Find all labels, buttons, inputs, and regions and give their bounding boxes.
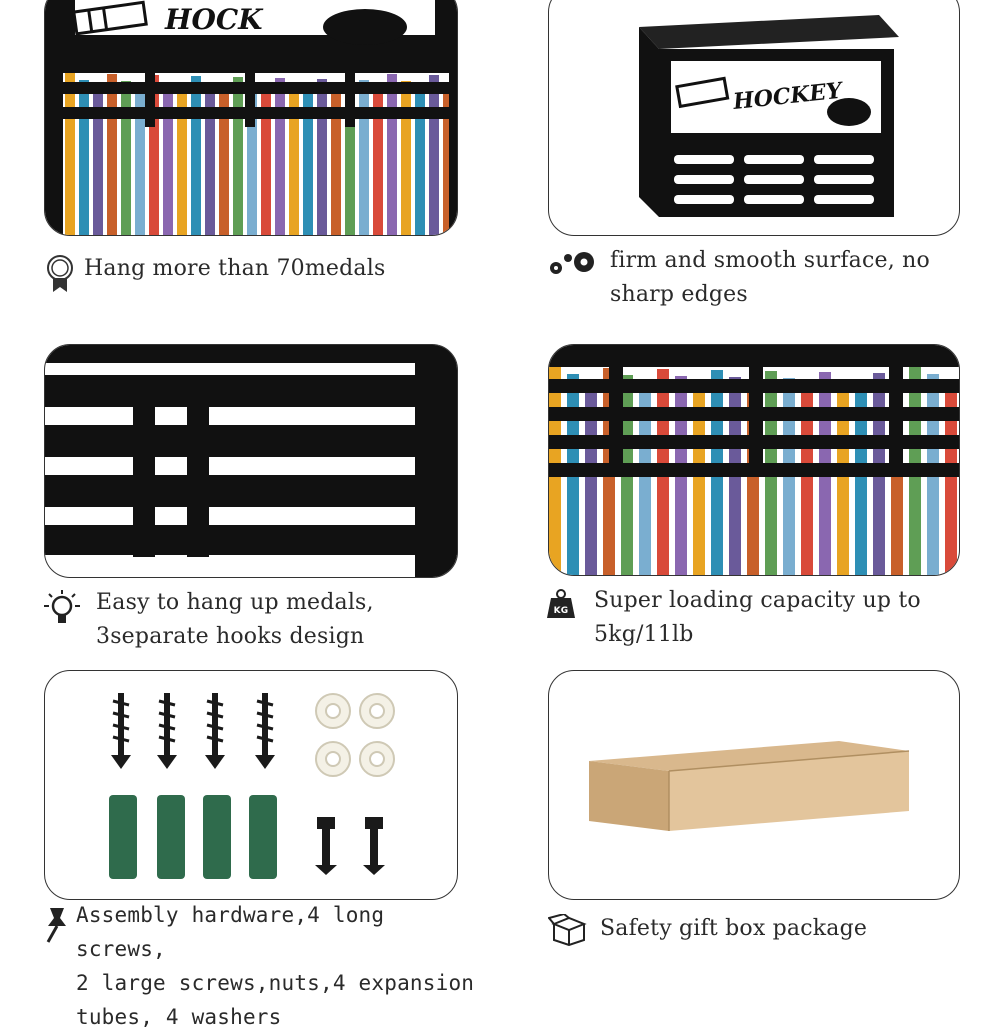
ribbon-stripe <box>219 90 229 235</box>
washers <box>315 693 395 777</box>
lightbulb-icon <box>40 588 84 632</box>
open-box-icon <box>547 912 590 947</box>
ribbon-stripe <box>345 73 355 235</box>
hockey-logo-text: HOCK <box>164 3 264 36</box>
panel-loaded-rack <box>548 344 960 576</box>
ribbon-stripe <box>443 82 453 235</box>
ribbon-stripe <box>65 73 75 235</box>
ribbon-stripe <box>121 81 131 235</box>
loaded-rack-illustration <box>549 345 959 575</box>
ribbon-stripe <box>163 82 173 235</box>
medal-ribbons <box>65 73 453 235</box>
ribbon-stripe <box>205 83 215 235</box>
panel-rack-front-ribbons: HOCK <box>44 0 458 236</box>
caption-surface: firm and smooth surface, no sharp edges <box>546 244 976 312</box>
svg-text:KG: KG <box>554 606 569 616</box>
rack-front-illustration: HOCK <box>45 0 457 235</box>
gift-box-illustration <box>589 741 910 831</box>
ribbon-stripe <box>945 381 957 575</box>
ribbon-stripe <box>261 91 271 235</box>
long-screws <box>111 693 275 769</box>
ribbon-stripe <box>359 80 369 235</box>
ribbon-stripe <box>303 92 313 235</box>
panel-hardware <box>44 670 458 900</box>
ribbon-stripe <box>801 385 813 575</box>
ribbon-stripe <box>331 86 341 235</box>
ribbon-stripe <box>79 80 89 235</box>
ribbon-stripe <box>585 381 597 575</box>
panel-rack-3d: HOCKEY <box>548 0 960 236</box>
ribbon-stripe <box>639 382 651 575</box>
ribbon-stripe <box>429 75 439 235</box>
ribbon-stripe <box>149 75 159 235</box>
caption-capacity: KG Super loading capacity up to 5kg/11lb <box>546 584 976 652</box>
hooks-closeup-illustration <box>45 345 457 577</box>
caption-medals: Hang more than 70medals <box>44 252 464 292</box>
caption-hooks-text: Easy to hang up medals, 3separate hooks … <box>96 590 374 649</box>
caption-surface-text: firm and smooth surface, no sharp edges <box>610 248 930 307</box>
ribbon-stripe <box>233 77 243 235</box>
ribbon-stripe <box>275 78 285 235</box>
expansion-tubes <box>109 795 277 879</box>
ribbon-stripe <box>107 74 117 235</box>
rack-3d-illustration: HOCKEY <box>639 15 899 217</box>
ribbon-stripe <box>401 81 411 235</box>
caption-hooks: Easy to hang up medals, 3separate hooks … <box>40 586 470 654</box>
caption-hardware-text: Assembly hardware,4 long screws, 2 large… <box>76 903 475 1029</box>
ribbon-stripe <box>387 74 397 235</box>
caption-medals-text: Hang more than 70medals <box>84 256 386 281</box>
ribbon-stripe <box>177 89 187 235</box>
ribbon-stripe <box>317 79 327 235</box>
medal-badge-icon <box>44 254 76 294</box>
caption-hardware: Assembly hardware,4 long screws, 2 large… <box>40 898 480 1034</box>
caption-capacity-text: Super loading capacity up to 5kg/11lb <box>594 588 921 647</box>
kg-weight-icon: KG <box>546 588 576 620</box>
large-screws-nuts <box>315 817 385 875</box>
ribbon-stripe <box>373 87 383 235</box>
ribbon-stripe <box>93 87 103 235</box>
caption-giftbox: Safety gift box package <box>547 912 978 947</box>
pushpin-icon <box>40 906 74 944</box>
ribbon-stripe <box>415 88 425 235</box>
ribbon-stripe <box>135 88 145 235</box>
ribbon-stripe <box>247 84 257 235</box>
gears-icon <box>546 248 598 278</box>
ribbon-stripe <box>289 85 299 235</box>
ribbon-stripe <box>191 76 201 235</box>
hardware-illustration <box>109 693 395 879</box>
ribbon-stripe <box>693 383 705 575</box>
hook-bars <box>45 65 457 235</box>
panel-gift-box <box>548 670 960 900</box>
panel-hooks-closeup <box>44 344 458 578</box>
caption-giftbox-text: Safety gift box package <box>600 916 868 941</box>
ribbon-stripe <box>855 386 867 575</box>
